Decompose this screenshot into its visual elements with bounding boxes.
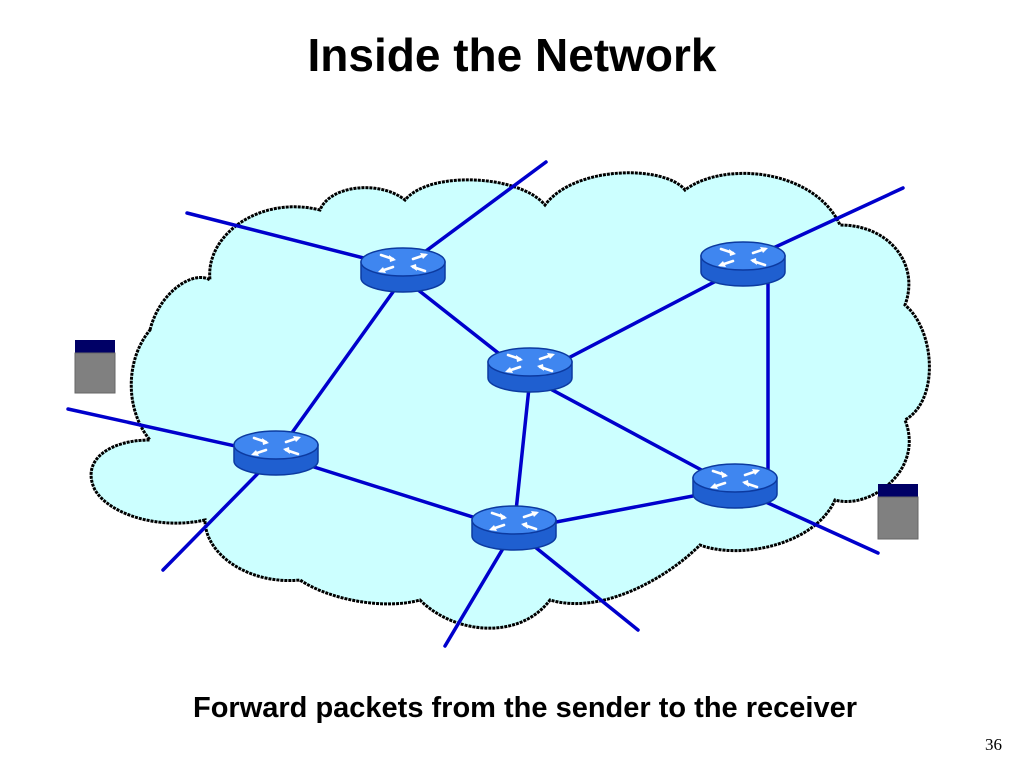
router-icon (691, 462, 779, 510)
receiver-host-icon (877, 484, 919, 540)
sender-host-icon (74, 340, 116, 394)
router-icon (699, 240, 787, 288)
slide-caption: Forward packets from the sender to the r… (193, 692, 857, 724)
link-center-south (512, 376, 532, 532)
link-nw-west (274, 276, 405, 457)
page-number: 36 (985, 735, 1002, 754)
slide-title: Inside the Network (307, 29, 717, 81)
router-icon (232, 429, 320, 477)
network-cloud (89, 171, 931, 630)
router-icon (486, 346, 574, 394)
router-icon (470, 504, 558, 552)
router-icon (359, 246, 447, 294)
